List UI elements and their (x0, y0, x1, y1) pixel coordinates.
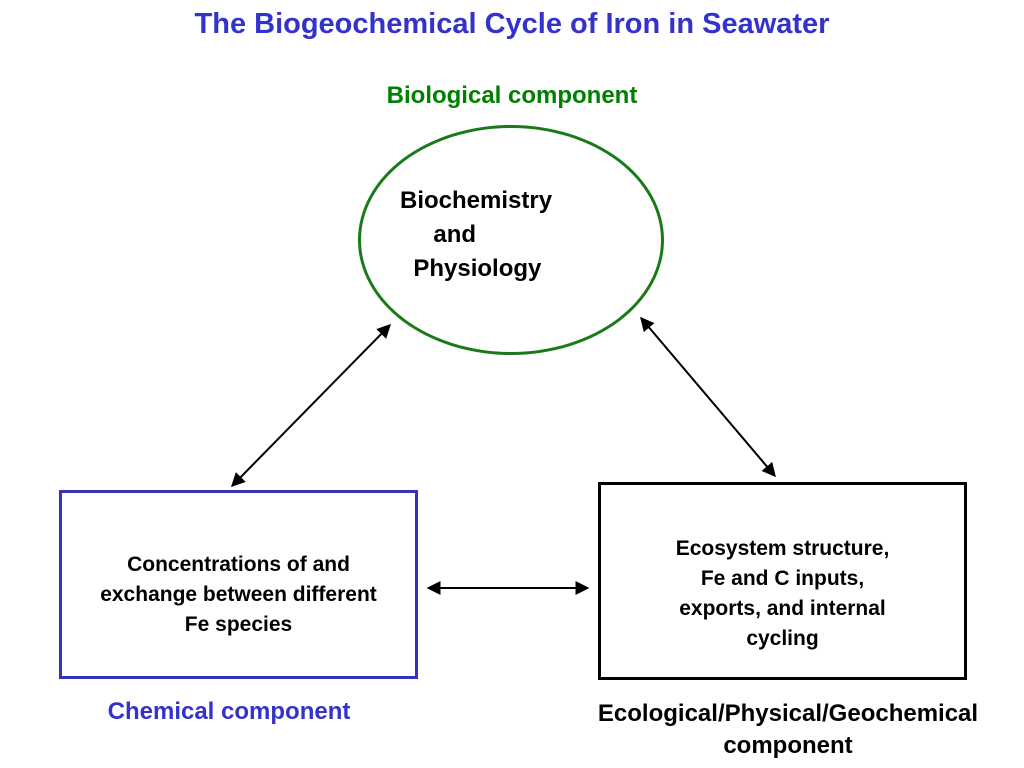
ecological-component-label: Ecological/Physical/Geochemical componen… (597, 700, 979, 759)
biological-component-text: Biochemistry and Physiology (400, 187, 553, 282)
ecological-component-box (598, 482, 967, 680)
biological-component-label: Biological component (386, 82, 638, 109)
chemical-component-text: Concentrations of and exchange between d… (100, 553, 377, 636)
page-title: The Biogeochemical Cycle of Iron in Seaw… (194, 8, 830, 40)
arrow-bio-eco (640, 316, 776, 478)
chemical-component-label: Chemical component (107, 698, 351, 725)
arrow-bio-chem (231, 324, 391, 487)
chemical-component-box (59, 490, 418, 679)
ecological-component-text: Ecosystem structure, Fe and C inputs, ex… (675, 537, 890, 650)
biological-component-ellipse (358, 125, 664, 355)
